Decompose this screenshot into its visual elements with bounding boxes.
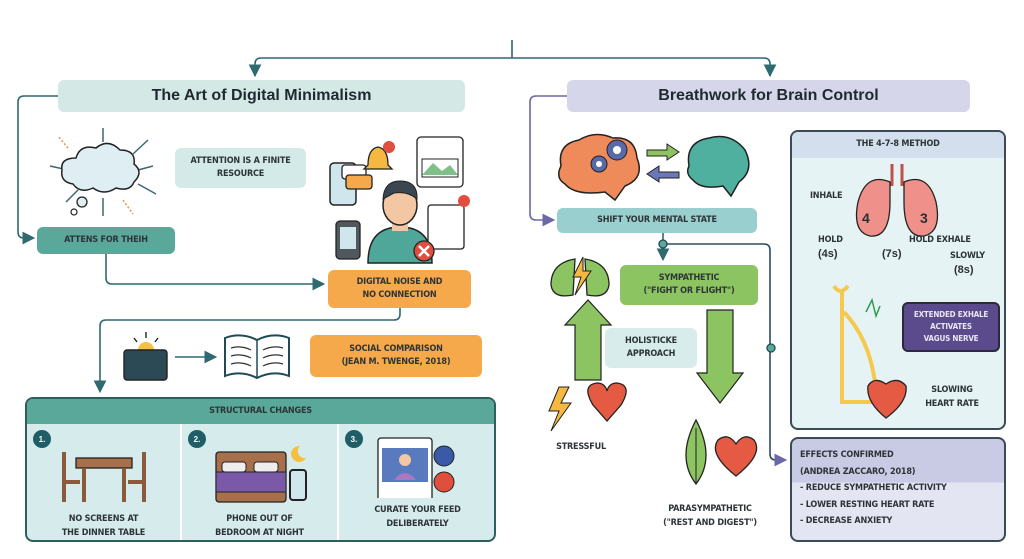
effects-confirmed-panel: EFFECTS CONFIRMED (ANDREA ZACCARO, 2018)… xyxy=(790,437,1006,542)
hold-exhale-label: HOLD EXHALE xyxy=(909,235,971,245)
structural-changes-header: STRUCTURAL CHANGES xyxy=(27,399,494,424)
hold-label: HOLD xyxy=(818,235,843,245)
leaf-heart-icon xyxy=(685,418,758,486)
effects-list: EFFECTS CONFIRMED (ANDREA ZACCARO, 2018)… xyxy=(800,450,947,526)
vagus-nerve-heart-icon xyxy=(832,284,907,419)
right-section-title: Breathwork for Brain Control xyxy=(567,80,970,112)
social-comparison-box: SOCIAL COMPARISON(JEAN M. TWENGE, 2018) xyxy=(310,335,482,377)
inhale-duration: (4s) xyxy=(818,248,838,260)
bed-phone-icon xyxy=(214,445,307,503)
lung-number-3: 3 xyxy=(920,210,928,226)
nervous-system-arrows-icon xyxy=(548,256,745,432)
exhale-duration: (8s) xyxy=(954,264,974,276)
step-number-badge: 1. xyxy=(33,430,51,448)
open-book-icon xyxy=(224,334,290,380)
step-number-badge: 3. xyxy=(345,430,363,448)
slowly-label: SLOWLY xyxy=(950,251,985,261)
digital-overload-person-icon xyxy=(329,136,470,264)
step-number-badge: 2. xyxy=(188,430,206,448)
dinner-table-icon xyxy=(61,452,146,502)
laptop-sunrise-icon xyxy=(123,332,168,381)
brain-exchange-icon xyxy=(558,133,750,202)
lungs-icon xyxy=(855,164,939,237)
attens-for-theih-box: ATTENS FOR THEIH xyxy=(37,227,175,254)
method-header: THE 4-7-8 METHOD xyxy=(792,132,1004,158)
method-478-panel: THE 4-7-8 METHOD 4 3 INHALE HOLD HOLD EX… xyxy=(790,130,1006,430)
stressful-label: STRESSFUL xyxy=(556,442,606,452)
sympathetic-box: SYMPATHETIC("FIGHT OR FLIGHT") xyxy=(620,265,758,305)
shift-mental-state-box: SHIFT YOUR MENTAL STATE xyxy=(557,208,757,233)
left-section-title: The Art of Digital Minimalism xyxy=(58,80,465,112)
scattered-attention-cloud-icon xyxy=(49,128,157,216)
hold-duration: (7s) xyxy=(882,248,902,260)
social-feed-icon xyxy=(376,437,454,498)
parasympathetic-label: PARASYMPATHETIC("REST AND DIGEST") xyxy=(663,504,757,528)
lung-number-4: 4 xyxy=(862,210,870,226)
inhale-label: INHALE xyxy=(810,191,843,201)
attention-finite-resource-label: ATTENTION IS A FINITE RESOURCE xyxy=(175,148,306,188)
